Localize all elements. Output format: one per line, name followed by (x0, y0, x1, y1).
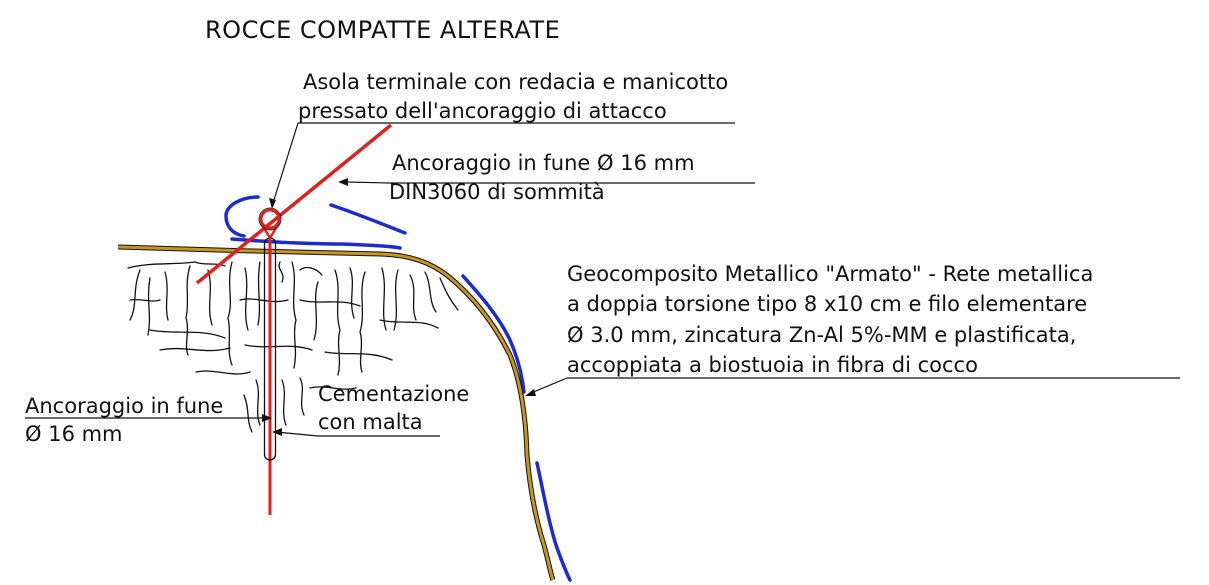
label-geocomposito-line2: a doppia torsione tipo 8 x10 cm e filo e… (567, 292, 1088, 316)
label-ancoraggio-left-line1: Ancoraggio in fune (25, 394, 224, 418)
label-geocomposito-line1: Geocomposito Metallico "Armato" - Rete m… (567, 262, 1094, 286)
label-geocomposito-line4: accoppiata a biostuoia in fibra di cocco (567, 353, 978, 377)
label-asola-line1: Asola terminale con redacia e manicotto (303, 70, 729, 94)
ground-profile-gold (117, 245, 555, 581)
label-cementazione-line1: Cementazione (318, 382, 470, 406)
label-ancoraggio-top-line2: DIN3060 di sommità (389, 180, 605, 204)
label-asola-line2: pressato dell'ancoraggio di attacco (298, 99, 667, 123)
diagram-title: ROCCE COMPATTE ALTERATE (205, 16, 561, 44)
arrowheads (262, 178, 536, 436)
diagonal-anchor-cable (195, 123, 393, 285)
label-ancoraggio-top-line1: Ancoraggio in fune Ø 16 mm (392, 151, 695, 175)
leader-lines (25, 122, 1180, 437)
label-ancoraggio-left-line2: Ø 16 mm (25, 422, 123, 446)
label-geocomposito-line3: Ø 3.0 mm, zincatura Zn-Al 5%-MM e plasti… (567, 323, 1077, 347)
label-cementazione-line2: con malta (318, 410, 423, 434)
asola-loop (258, 207, 282, 241)
net-lines (224, 195, 572, 582)
